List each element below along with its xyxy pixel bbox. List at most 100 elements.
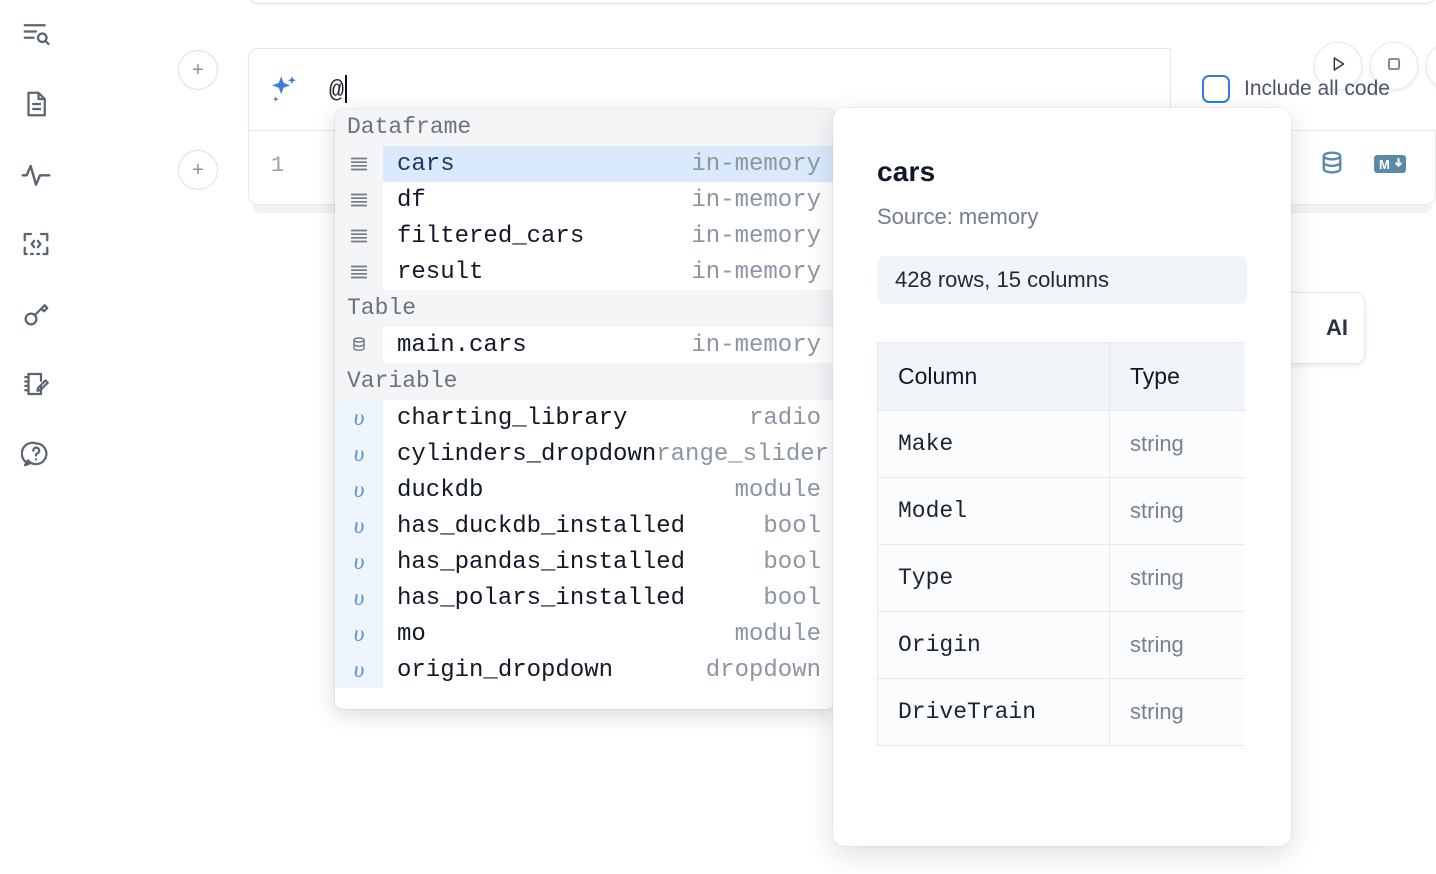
autocomplete-group-header: Dataframe: [335, 109, 835, 146]
line-number: 1: [271, 153, 285, 178]
database-icon: [335, 327, 383, 363]
autocomplete-item-type: in-memory: [691, 222, 821, 250]
svg-text:M: M: [1379, 157, 1390, 172]
dataframe-icon: [335, 218, 383, 254]
cell-column-type: string: [1110, 478, 1245, 544]
activity-icon: [20, 158, 52, 190]
autocomplete-item-type: in-memory: [691, 150, 821, 178]
autocomplete-item[interactable]: main.cars in-memory: [335, 327, 835, 363]
sparkles-icon: [267, 73, 301, 107]
autocomplete-item[interactable]: df in-memory: [335, 182, 835, 218]
variable-icon: υ: [335, 508, 383, 544]
autocomplete-item-name: charting_library: [397, 404, 628, 432]
detail-source: Source: memory: [877, 204, 1039, 229]
sidebar-item-outline-search[interactable]: [14, 12, 58, 56]
cell-column-name: Make: [878, 411, 1110, 477]
autocomplete-item-type: range_slider: [656, 440, 830, 468]
autocomplete-item-name: origin_dropdown: [397, 656, 614, 684]
autocomplete-item[interactable]: υ has_polars_installed bool: [335, 580, 835, 616]
stop-button[interactable]: [1370, 42, 1418, 90]
sidebar-item-variables[interactable]: [14, 292, 58, 336]
cell-toolbar: M: [1317, 149, 1407, 179]
variable-icon: υ: [335, 652, 383, 688]
plus-icon: +: [192, 59, 204, 81]
plus-icon: +: [192, 159, 204, 181]
document-icon: [21, 89, 51, 119]
autocomplete-item-type: module: [734, 476, 821, 504]
autocomplete-item-name: cars: [397, 150, 455, 178]
include-all-code-label: Include all code: [1244, 77, 1390, 100]
autocomplete-group-header: Variable: [335, 363, 835, 400]
cell-column-type: string: [1110, 679, 1245, 745]
sidebar-item-code-snippet[interactable]: [14, 222, 58, 266]
cell-column-type: string: [1110, 411, 1245, 477]
autocomplete-item-name: main.cars: [397, 331, 527, 359]
autocomplete-item-name: duckdb: [397, 476, 484, 504]
sidebar-item-document[interactable]: [14, 82, 58, 126]
variable-icon: υ: [335, 400, 383, 436]
notebook-edit-icon: [21, 369, 51, 399]
prompt-divider: [1170, 48, 1171, 130]
help-chat-icon: [21, 439, 51, 469]
database-icon[interactable]: [1317, 149, 1347, 179]
autocomplete-item-name: filtered_cars: [397, 222, 585, 250]
ai-prompt-input[interactable]: @: [329, 74, 348, 105]
dataframe-icon: [335, 182, 383, 218]
sidebar-item-scratchpad[interactable]: [14, 362, 58, 406]
previous-cell: [248, 0, 1436, 4]
add-cell-button-bottom[interactable]: +: [178, 150, 218, 190]
autocomplete-item[interactable]: filtered_cars in-memory: [335, 218, 835, 254]
autocomplete-item-type: in-memory: [691, 331, 821, 359]
autocomplete-item[interactable]: cars in-memory: [335, 146, 835, 182]
column-header-column: Column: [878, 343, 1110, 410]
run-button[interactable]: [1314, 42, 1362, 90]
variable-icon: υ: [335, 616, 383, 652]
include-all-code-toggle[interactable]: Include all code: [1202, 75, 1390, 103]
autocomplete-item-name: df: [397, 186, 426, 214]
autocomplete-item-type: bool: [763, 584, 821, 612]
detail-shape-badge: 428 rows, 15 columns: [877, 256, 1247, 304]
autocomplete-item-name: has_polars_installed: [397, 584, 686, 612]
cell-column-name: Origin: [878, 612, 1110, 678]
autocomplete-item-type: bool: [763, 548, 821, 576]
detail-title: cars: [877, 156, 936, 187]
sidebar-item-help[interactable]: [14, 432, 58, 476]
dataframe-icon: [335, 254, 383, 290]
more-actions-button[interactable]: [1426, 42, 1436, 90]
add-cell-button-top[interactable]: +: [178, 50, 218, 90]
cell-column-type: string: [1110, 612, 1245, 678]
autocomplete-group-header: Table: [335, 290, 835, 327]
cell-column-name: Model: [878, 478, 1110, 544]
cell-column-type: string: [1110, 545, 1245, 611]
variable-icon: υ: [335, 472, 383, 508]
autocomplete-item-name: mo: [397, 620, 426, 648]
column-header-type: Type: [1110, 343, 1245, 410]
autocomplete-item-name: has_pandas_installed: [397, 548, 686, 576]
autocomplete-item-type: in-memory: [691, 186, 821, 214]
autocomplete-item-type: in-memory: [691, 258, 821, 286]
ai-chip-label: AI: [1326, 315, 1348, 340]
markdown-icon[interactable]: M: [1373, 152, 1407, 176]
variable-icon: υ: [335, 436, 383, 472]
sidebar-item-activity[interactable]: [14, 152, 58, 196]
include-all-code-checkbox[interactable]: [1202, 75, 1230, 103]
autocomplete-item-name: cylinders_dropdown: [397, 440, 657, 468]
cell-column-name: DriveTrain: [878, 679, 1110, 745]
autocomplete-item-type: module: [734, 620, 821, 648]
text-caret: [345, 74, 348, 103]
variable-icon: υ: [335, 580, 383, 616]
